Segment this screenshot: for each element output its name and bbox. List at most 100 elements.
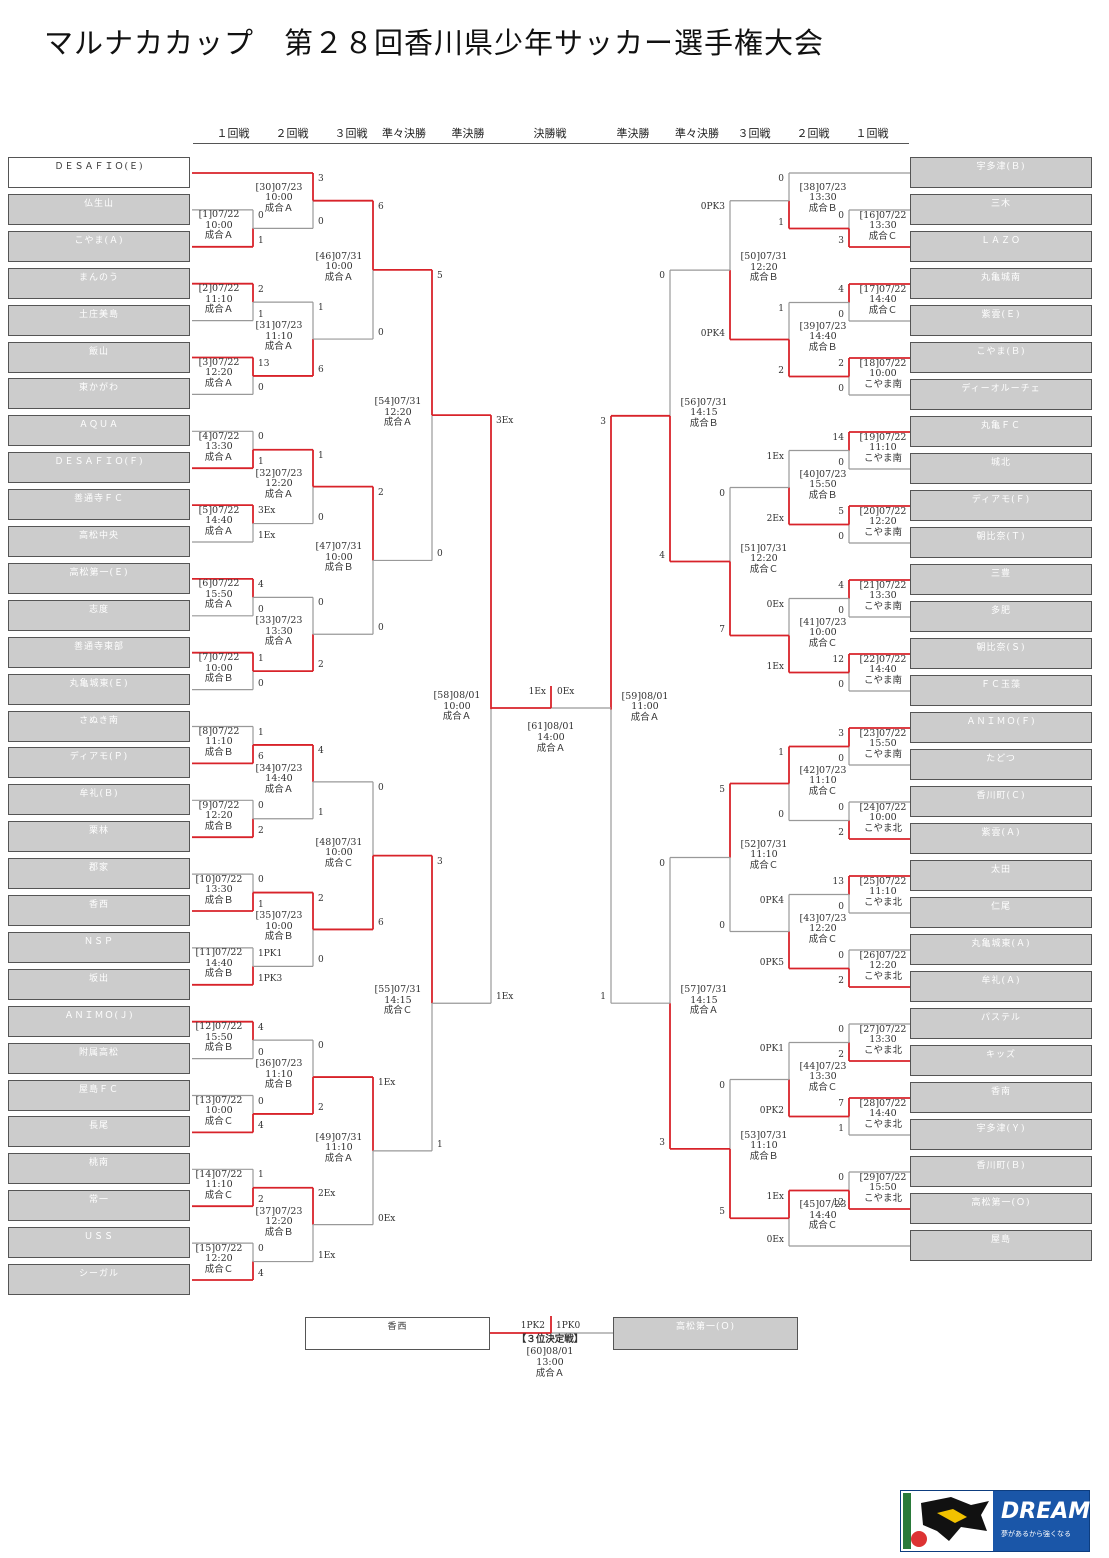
- match-info-time: 11:10: [809, 775, 837, 786]
- match-info-id: [28]07/22: [859, 1097, 907, 1109]
- match-info-time: 12:20: [750, 261, 778, 273]
- match-info-time: 10:00: [325, 261, 353, 273]
- match-info-time: 12:20: [205, 1253, 233, 1265]
- match-score-2: 2Ex: [766, 513, 784, 524]
- match-info-time: 13:30: [869, 220, 897, 231]
- round-label: 準々決勝: [382, 127, 426, 140]
- match-info-time: 13:30: [869, 1034, 897, 1045]
- match-score-2: 1: [838, 1124, 844, 1134]
- team-box: ＡＮＩＭＯ(Ｆ): [910, 712, 1092, 743]
- match-info-time: 13:30: [809, 192, 837, 204]
- team-box: ＬＡＺＯ: [910, 231, 1092, 262]
- match-info-venue: 成合Ａ: [264, 341, 294, 353]
- match-info-id: [32]07/23: [255, 467, 303, 479]
- match-score-1: 5: [437, 270, 443, 281]
- crow-mascot-icon: [901, 1491, 993, 1551]
- match-info-id: [58]08/01: [433, 690, 481, 702]
- match-info-id: [40]07/23: [799, 468, 847, 480]
- team-box: 丸亀城南: [910, 268, 1092, 299]
- match-score-1: 3: [838, 729, 844, 739]
- match-score-1: 14: [832, 433, 844, 443]
- match-info-time: 13:30: [809, 1071, 837, 1082]
- match-info-id: [23]07/22: [859, 727, 907, 739]
- match-info-id: [20]07/22: [859, 505, 907, 517]
- match-info-id: [43]07/23: [799, 912, 847, 924]
- team-box: ＵＳＳ: [8, 1227, 190, 1259]
- match-score-1: 1: [318, 450, 324, 461]
- match-score-1: 5: [719, 784, 725, 795]
- match-score-2: 0: [378, 623, 384, 634]
- team-box: シーガル: [8, 1264, 190, 1295]
- match-score-2: 2: [258, 1195, 264, 1206]
- match-score-2: 1Ex: [258, 531, 276, 541]
- match-info-id: [18]07/22: [859, 357, 907, 369]
- team-box: ディアモ(Ｆ): [910, 490, 1092, 521]
- team-box: ＡＮＩＭＯ(Ｊ): [8, 1005, 190, 1037]
- match-info-venue: 成合Ｂ: [204, 1042, 234, 1054]
- match-info-venue: こやま南: [863, 378, 902, 390]
- match-info-venue: こやま北: [863, 1192, 902, 1204]
- match-info-venue: こやま南: [863, 674, 902, 686]
- match-score-2: 0: [258, 604, 264, 615]
- team-box: 善通寺ＦＣ: [8, 489, 190, 521]
- match-info-time: 10:00: [205, 1105, 233, 1117]
- match-score-1: 0: [838, 211, 844, 221]
- match-info-venue: 成合Ｃ: [204, 1263, 234, 1275]
- match-info-id: [50]07/31: [740, 251, 788, 263]
- match-score-2: 1: [600, 992, 606, 1003]
- team-box: 土庄美島: [8, 304, 190, 336]
- third-place-team-2: 高松第一(Ｏ): [613, 1317, 798, 1350]
- match-score-1: 1: [318, 303, 324, 314]
- match-score-1: 3Ex: [258, 506, 276, 517]
- match-score-2: 0: [318, 217, 324, 228]
- team-box: 常一: [8, 1190, 190, 1222]
- match-info-time: 12:20: [869, 960, 897, 971]
- match-info-venue: こやま南: [863, 600, 902, 612]
- match-info-venue: 成合Ａ: [204, 451, 234, 463]
- match-score-2: 0: [719, 920, 725, 931]
- match-score-1: 0: [659, 271, 665, 282]
- match-info-time: 15:50: [205, 1031, 233, 1043]
- sponsor-logo: DREAM 夢があるから強くなる: [900, 1490, 1090, 1552]
- logo-subtext: 夢があるから強くなる: [1001, 1530, 1071, 1538]
- match-score-1: 0: [838, 803, 844, 813]
- match-info-time: 12:20: [265, 1216, 293, 1228]
- match-score-1: 0: [318, 1041, 324, 1052]
- match-info-time: 12:20: [205, 367, 233, 379]
- match-score-1: 0: [258, 801, 264, 812]
- match-info-id: [37]07/23: [255, 1205, 303, 1217]
- match-info-id: [9]07/22: [198, 799, 240, 811]
- match-info-venue: 成合Ａ: [324, 1152, 354, 1164]
- match-score-1: 0PK4: [759, 895, 784, 906]
- match-info-id: [16]07/22: [859, 209, 907, 221]
- match-score-1: 0PK1: [759, 1043, 784, 1054]
- match-info-venue: 成合Ａ: [630, 711, 660, 723]
- match-info-time: 12:20: [869, 516, 897, 527]
- match-score-1: 2: [318, 893, 324, 904]
- match-score-2: 0Ex: [378, 1213, 396, 1224]
- match-info-time: 10:00: [205, 662, 233, 674]
- header-divider: [193, 143, 909, 144]
- match-score-1: 1PK1: [258, 948, 283, 959]
- team-box: 牟礼(Ａ): [910, 971, 1092, 1002]
- match-info-time: 14:15: [690, 407, 718, 419]
- team-box: 香川町(Ｂ): [910, 1156, 1092, 1187]
- team-box: 三豊: [910, 564, 1092, 595]
- match-info-time: 14:15: [690, 994, 718, 1006]
- match-info-time: 15:50: [809, 479, 837, 490]
- team-box: 紫雲(Ｅ): [910, 305, 1092, 336]
- match-score-1: 0PK3: [700, 201, 725, 212]
- match-info-venue: 成合Ａ: [204, 304, 234, 316]
- match-info-id: [48]07/31: [315, 836, 363, 848]
- match-score-2: 0: [258, 383, 264, 394]
- team-box: 宇多津(Ｙ): [910, 1119, 1092, 1150]
- match-info-time: 13:30: [205, 884, 233, 896]
- match-score-2: 1PK3: [258, 973, 283, 984]
- match-info-venue: 成合Ａ: [204, 525, 234, 537]
- match-info-id: [2]07/22: [198, 283, 240, 295]
- match-info-time: 11:10: [205, 736, 233, 748]
- match-info-venue: 成合Ｃ: [868, 230, 898, 242]
- team-box: 香川町(Ｃ): [910, 786, 1092, 817]
- team-box: 城北: [910, 453, 1092, 484]
- match-score-2: 1Ex: [766, 661, 784, 672]
